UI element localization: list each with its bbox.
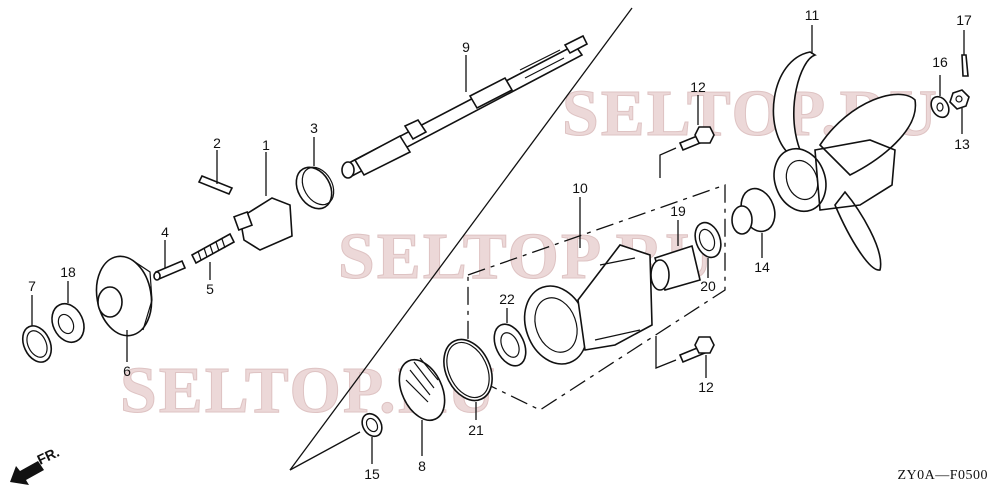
callout-17: 17 — [956, 12, 972, 28]
propeller-shaft[interactable] — [341, 34, 589, 179]
propeller-shaft-holder[interactable] — [514, 244, 653, 373]
callout-7: 7 — [28, 278, 36, 294]
bevel-gear[interactable] — [390, 353, 453, 456]
axis-line — [289, 7, 633, 471]
flange-bolt-upper[interactable] — [659, 95, 715, 178]
callout-8: 8 — [418, 458, 426, 474]
callout-16: 16 — [932, 54, 948, 70]
reverse-bevel-gear[interactable] — [90, 252, 157, 362]
callout-1: 1 — [262, 137, 270, 153]
flange-bolt-lower[interactable] — [655, 336, 715, 378]
front-label: FR. — [35, 444, 62, 468]
callout-22: 22 — [499, 291, 515, 307]
callout-5: 5 — [206, 281, 214, 297]
needle-bearing[interactable] — [650, 220, 701, 291]
thrust-washer-left[interactable] — [17, 295, 57, 367]
o-ring[interactable] — [435, 332, 502, 420]
callout-13: 13 — [954, 136, 970, 152]
oil-seal[interactable] — [691, 219, 726, 278]
callout-4: 4 — [161, 224, 169, 240]
callout-12-lower: 12 — [698, 379, 714, 395]
propeller[interactable] — [766, 25, 917, 271]
callout-14: 14 — [754, 259, 770, 275]
bearing[interactable] — [46, 281, 90, 347]
callout-2: 2 — [213, 135, 221, 151]
thrust-holder[interactable] — [731, 184, 781, 258]
callout-3: 3 — [310, 120, 318, 136]
spring[interactable] — [190, 232, 236, 280]
callout-18: 18 — [60, 264, 76, 280]
thrust-washer-bottom[interactable] — [358, 410, 386, 464]
callout-11: 11 — [805, 7, 820, 23]
washer[interactable] — [928, 75, 953, 121]
callout-21: 21 — [468, 422, 484, 438]
front-direction-indicator: FR. — [10, 444, 62, 485]
watermarks: SELTOP.RU SELTOP.RU SELTOP.RU — [120, 77, 938, 428]
callout-labels: 1 2 3 4 5 6 7 8 9 10 11 12 12 13 14 15 1… — [28, 7, 972, 482]
callout-9: 9 — [462, 39, 470, 55]
spring-ring[interactable] — [289, 137, 340, 215]
cotter-pin[interactable] — [961, 30, 969, 77]
callout-15: 15 — [364, 466, 380, 482]
ball-bearing[interactable] — [488, 308, 532, 371]
pin[interactable] — [197, 150, 234, 196]
shift-slider[interactable] — [153, 240, 187, 281]
callout-20: 20 — [700, 278, 716, 294]
callout-10: 10 — [572, 180, 588, 196]
callout-6: 6 — [123, 363, 131, 379]
castle-nut[interactable] — [949, 89, 970, 134]
axis-line-foot — [289, 431, 361, 471]
callout-12-upper: 12 — [690, 79, 706, 95]
clutch-dog[interactable] — [233, 152, 293, 251]
front-arrow-icon — [10, 461, 44, 485]
diagram-code: ZY0A—F0500 — [897, 468, 988, 483]
callout-19: 19 — [670, 203, 686, 219]
